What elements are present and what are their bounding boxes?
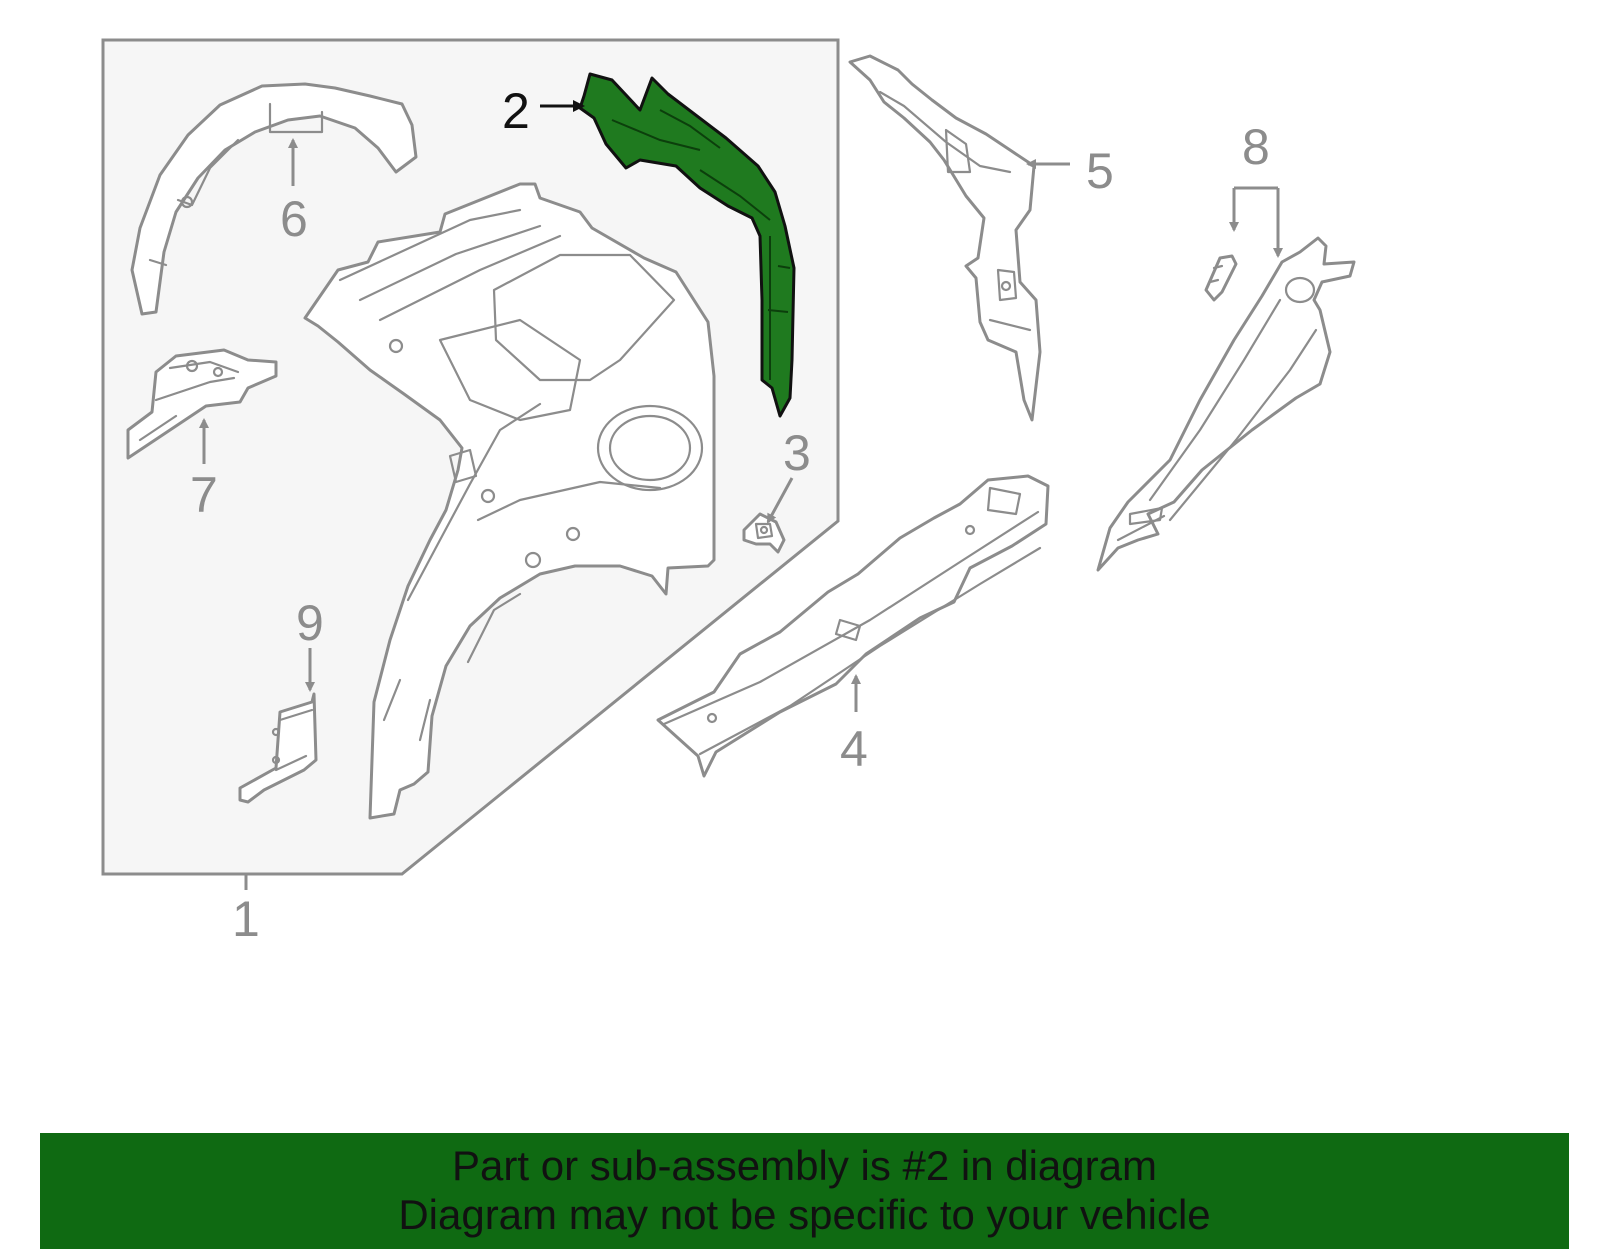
callout-5: 5 bbox=[1086, 143, 1114, 199]
info-banner: Part or sub-assembly is #2 in diagram Di… bbox=[40, 1133, 1569, 1249]
part-7-bracket[interactable] bbox=[126, 348, 278, 460]
banner-line-1: Part or sub-assembly is #2 in diagram bbox=[452, 1142, 1157, 1189]
callout-1: 1 bbox=[232, 891, 260, 947]
part-5-extension[interactable] bbox=[848, 54, 1042, 422]
callout-6: 6 bbox=[280, 191, 308, 247]
callout-4: 4 bbox=[840, 721, 868, 777]
part-8-rail[interactable] bbox=[1096, 236, 1356, 572]
part-1-inner-quarter-panel[interactable] bbox=[303, 182, 716, 820]
callout-3: 3 bbox=[783, 425, 811, 481]
part-4-rail[interactable] bbox=[656, 474, 1050, 778]
part-2-reinforcement-highlighted[interactable] bbox=[578, 72, 796, 418]
callout-8: 8 bbox=[1242, 119, 1270, 175]
callout-9: 9 bbox=[296, 595, 324, 651]
callout-7: 7 bbox=[190, 467, 218, 523]
callout-2: 2 bbox=[502, 83, 530, 139]
leader-3 bbox=[766, 477, 794, 524]
banner-line-2: Diagram may not be specific to your vehi… bbox=[398, 1191, 1211, 1238]
part-9-bracket[interactable] bbox=[238, 692, 318, 804]
part-6-wheelhouse-panel[interactable] bbox=[130, 82, 418, 316]
